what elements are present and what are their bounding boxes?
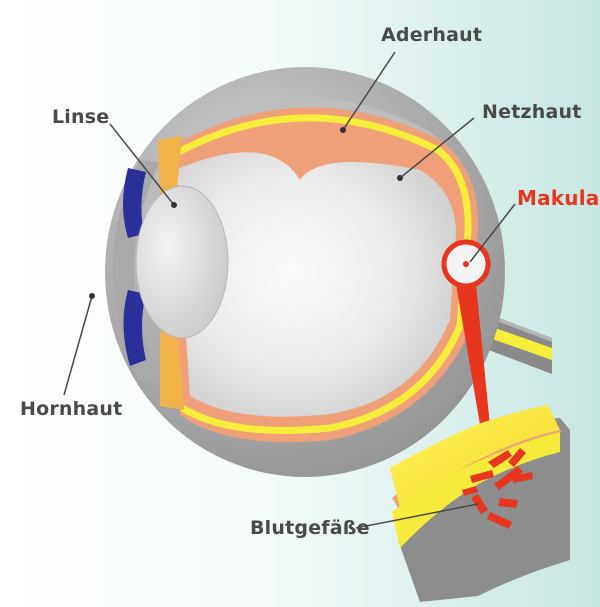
label-aderhaut: Aderhaut bbox=[381, 26, 482, 45]
label-linse: Linse bbox=[52, 108, 109, 127]
label-hornhaut: Hornhaut bbox=[20, 400, 122, 419]
label-makula: Makula bbox=[517, 188, 600, 208]
label-blutgefaesse: Blutgefäße bbox=[250, 519, 370, 538]
lens bbox=[136, 186, 228, 338]
label-netzhaut: Netzhaut bbox=[482, 103, 582, 122]
